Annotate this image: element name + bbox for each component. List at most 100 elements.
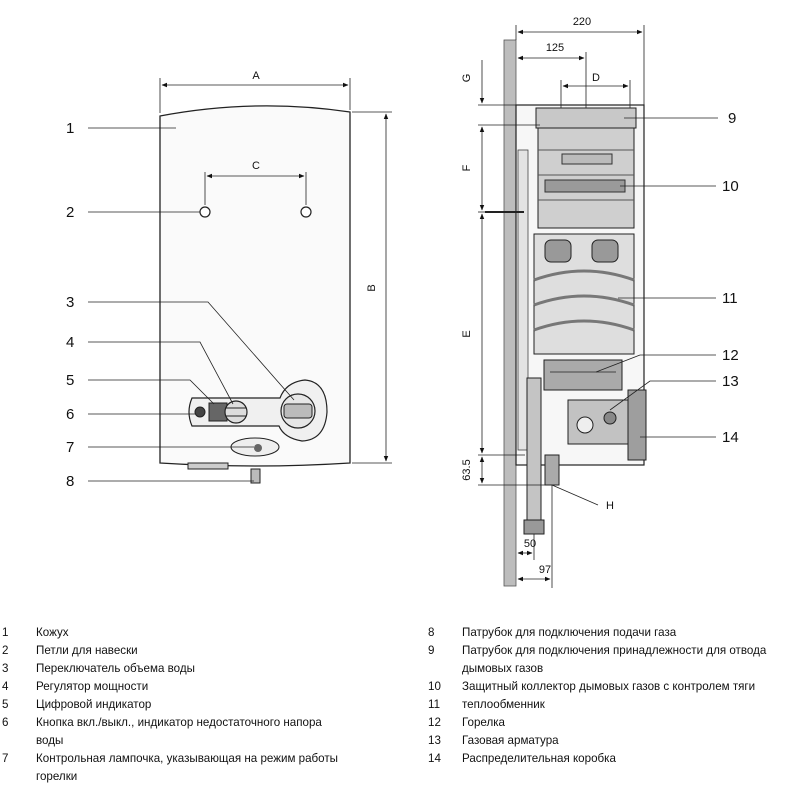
legend-item: 7 Контрольная лампочка, указывающая на ре… [2, 750, 372, 768]
legend-item-number: 6 [2, 716, 9, 729]
legend-item-text: воды [36, 734, 64, 747]
dim-g-label: G [461, 74, 473, 83]
legend-item: 9 Патрубок для подключения принадлежности… [428, 642, 800, 660]
legend-item-text: Переключатель объема воды [36, 662, 195, 675]
legend-item: 2 Петли для навески [2, 642, 372, 660]
legend-item-number: 3 [2, 662, 9, 675]
legend-item-number: 9 [428, 644, 435, 657]
callout-8: 8 [66, 473, 74, 490]
dimension-220: 220 [515, 16, 645, 105]
legend-item: горелки [2, 768, 372, 786]
dim-b-label: B [366, 284, 378, 291]
legend-item-number [2, 732, 36, 750]
dim-c-label: C [252, 160, 260, 172]
dimension-c: C [204, 160, 307, 205]
legend-item-text: Патрубок для подключения принадлежности … [462, 644, 767, 657]
legend-item-number: 7 [2, 752, 9, 765]
dim-63-label: 63.5 [461, 459, 473, 480]
legend-item-text: Распределительная коробка [462, 752, 616, 765]
technical-drawing: A B C 1 2 3 4 5 6 7 [66, 16, 739, 588]
burner [543, 359, 623, 391]
legend-item-text: Патрубок для подключения подачи газа [462, 626, 677, 639]
flue-gas-collector [537, 127, 635, 229]
legend-item: воды [2, 732, 372, 750]
distribution-box [627, 389, 647, 461]
legend-item-text: Петли для навески [36, 644, 138, 657]
power-button[interactable] [194, 406, 206, 418]
callout-9: 9 [728, 110, 736, 127]
legend-item-number: 4 [2, 680, 9, 693]
callout-11: 11 [722, 290, 738, 307]
callout-1: 1 [66, 120, 74, 137]
legend-item-number: 12 [428, 716, 441, 729]
dimension-125: 125 [517, 42, 587, 108]
callouts-front: 1 2 3 4 5 6 7 8 [66, 120, 295, 490]
vertical-dimensions: G F E 63.5 [461, 60, 545, 486]
legend-item: дымовых газов [428, 660, 800, 678]
callout-7: 7 [66, 439, 74, 456]
digital-display [208, 402, 228, 422]
legend-item-number: 13 [428, 734, 441, 747]
dim-125-label: 125 [546, 42, 564, 54]
legend-item: 4 Регулятор мощности [2, 678, 372, 696]
callout-12: 12 [722, 347, 739, 364]
indicator-lamp [254, 444, 262, 452]
legend-item-number: 11 [428, 698, 441, 711]
legend-item-text: Кожух [36, 626, 69, 639]
wall [503, 39, 517, 587]
dim-220-label: 220 [573, 16, 591, 28]
dimension-50: 50 [517, 534, 536, 560]
dim-97-label: 97 [539, 564, 551, 576]
side-view: 220 125 D G F E 63.5 [461, 16, 739, 588]
legend-item: 1 Кожух [2, 624, 372, 642]
flue-connector [535, 107, 637, 129]
legend-item-text: дымовых газов [462, 662, 544, 675]
callouts-side: 9 10 11 12 13 14 [595, 110, 739, 446]
hanging-loop-right [300, 206, 312, 218]
callout-5: 5 [66, 372, 74, 389]
gas-inlet-pipe [250, 468, 261, 484]
dimension-d: D [560, 72, 631, 108]
callout-6: 6 [66, 406, 74, 423]
legend-item: 13 Газовая арматура [428, 732, 800, 750]
dim-a-label: A [252, 70, 260, 82]
dimension-a: A [159, 70, 351, 113]
legend-item-text: Защитный коллектор дымовых газов с контр… [462, 680, 756, 693]
legend-item-text: Горелка [462, 716, 506, 729]
legend-item-number: 14 [428, 752, 441, 765]
callout-14: 14 [722, 429, 739, 446]
front-view: A B C 1 2 3 4 5 6 7 [66, 70, 392, 490]
legend-item: 14 Распределительная коробка [428, 750, 800, 768]
legend-item-text: Контрольная лампочка, указывающая на реж… [36, 752, 339, 765]
legend-item: 3 Переключатель объема воды [2, 660, 372, 678]
gas-inlet-hose [526, 377, 542, 529]
legend-item: 6 Кнопка вкл./выкл., индикатор недостаточ… [2, 714, 372, 732]
power-regulator-knob[interactable] [224, 400, 248, 424]
legend-item-number [428, 660, 462, 678]
hanging-loop-left [199, 206, 211, 218]
legend-item-number: 1 [2, 626, 9, 639]
legend-item-text: теплообменник [462, 698, 545, 711]
legend-item: 10 Защитный коллектор дымовых газов с кон… [428, 678, 800, 696]
dim-h-label: H [606, 500, 614, 512]
legend-item-text: Регулятор мощности [36, 680, 149, 693]
legend-item-number [2, 768, 36, 786]
dimension-h: H [551, 484, 614, 512]
dim-f-label: F [461, 164, 473, 171]
callout-4: 4 [66, 334, 74, 351]
legend-item-text: Кнопка вкл./выкл., индикатор недостаточн… [36, 716, 322, 729]
dimension-b: B [352, 111, 392, 464]
legend-item: 11 теплообменник [428, 696, 800, 714]
callout-10: 10 [722, 178, 739, 195]
callout-2: 2 [66, 204, 74, 221]
legend-item-text: Газовая арматура [462, 734, 559, 747]
dim-d-label: D [592, 72, 600, 84]
legend-item-number: 10 [428, 680, 441, 693]
legend-item-number: 2 [2, 644, 9, 657]
legend-item: 12 Горелка [428, 714, 800, 732]
legend-left: 1 Кожух 2 Петли для навески 3 Переключатель о… [2, 624, 372, 786]
dim-50-label: 50 [524, 538, 536, 550]
legend-item-text: горелки [36, 770, 78, 783]
